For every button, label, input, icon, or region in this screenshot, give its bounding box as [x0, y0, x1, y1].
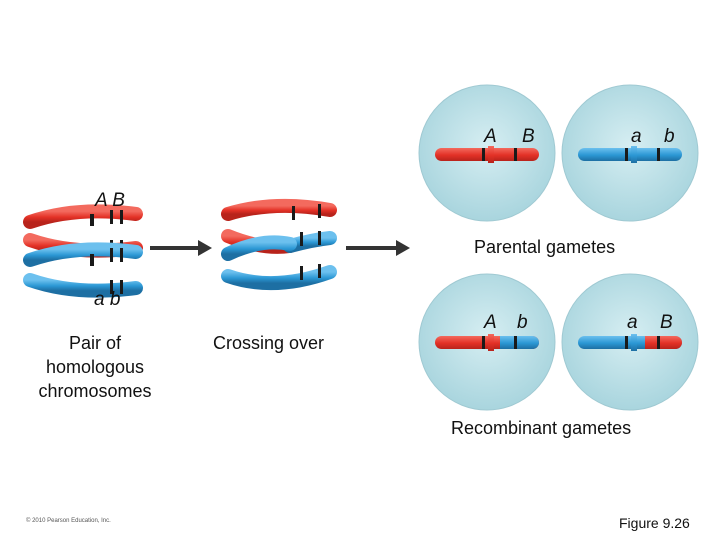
- pair-caption-line-3: chromosomes: [38, 381, 152, 401]
- copyright-notice: © 2010 Pearson Education, Inc.: [26, 518, 111, 524]
- parental-gametes-label: Parental gametes: [474, 237, 616, 257]
- gene-label-b: b: [664, 126, 675, 147]
- parental-gamete-cell-1: [418, 84, 556, 222]
- gene-label-B: B: [660, 312, 673, 333]
- gene-label-b: b: [517, 312, 528, 333]
- arrow-icon: [346, 240, 410, 256]
- gene-label-B: B: [522, 126, 535, 147]
- parental-gamete-cell-2: [561, 84, 699, 222]
- recombinant-gametes-label: Recombinant gametes: [451, 418, 632, 438]
- recombinant-gamete-cell-1: [418, 273, 556, 411]
- homologous-pair: [23, 204, 143, 298]
- pair-bottom-label: a b: [94, 289, 121, 310]
- gene-label-A: A: [484, 312, 497, 333]
- pair-top-label: A B: [95, 190, 125, 211]
- recombinant-gamete-cell-2: [561, 273, 699, 411]
- arrow-icon: [150, 240, 212, 256]
- crossing-over-chromosomes: [221, 198, 337, 291]
- gene-label-a: a: [627, 312, 638, 333]
- figure-number: Figure 9.26: [619, 515, 690, 531]
- crossing-over-label: Crossing over: [213, 333, 325, 353]
- gene-label-a: a: [631, 126, 642, 147]
- pair-caption-line-2: homologous: [45, 357, 145, 377]
- blue-chromosome: [23, 242, 143, 298]
- gene-label-A: A: [484, 126, 497, 147]
- pair-caption-line-1: Pair of: [68, 333, 122, 353]
